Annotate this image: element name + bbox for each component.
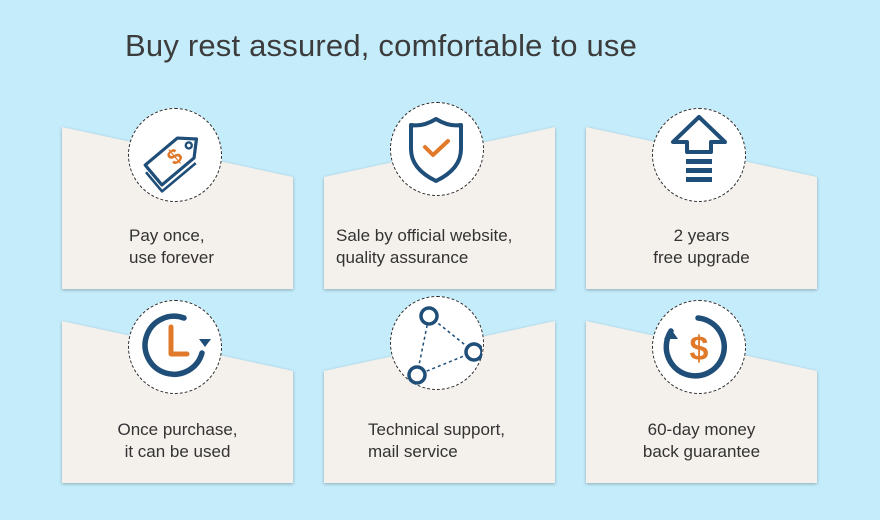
price-tag-dollar-icon: $ xyxy=(128,108,222,202)
feature-line-1: Pay once, xyxy=(129,226,205,245)
feature-card-once-purchase: Once purchase, it can be used xyxy=(62,321,293,483)
feature-text: 2 years free upgrade xyxy=(586,225,817,269)
feature-line-1: Once purchase, xyxy=(117,420,238,439)
card-background xyxy=(324,321,555,483)
feature-text: Once purchase, it can be used xyxy=(62,419,293,463)
feature-line-2: mail service xyxy=(368,442,458,461)
upgrade-arrow-icon xyxy=(652,108,746,202)
feature-line-2: use forever xyxy=(129,248,215,267)
feature-card-technical-support: Technical support, mail service xyxy=(324,321,555,483)
feature-line-2: back guarantee xyxy=(642,442,761,461)
feature-text: 60-day money back guarantee xyxy=(586,419,817,463)
card-background xyxy=(586,127,817,289)
feature-line-1: Sale by official website, xyxy=(336,226,513,245)
feature-text: Sale by official website, quality assura… xyxy=(336,225,512,269)
feature-text: Technical support, mail service xyxy=(368,419,505,463)
network-icon xyxy=(390,296,484,390)
feature-text: Pay once, use forever xyxy=(129,225,214,269)
feature-line-1: 2 years xyxy=(673,226,730,245)
shield-check-icon xyxy=(390,102,484,196)
svg-text:$: $ xyxy=(690,330,709,368)
feature-line-2: it can be used xyxy=(124,442,231,461)
money-back-icon: $ xyxy=(652,300,746,394)
card-background xyxy=(62,321,293,483)
feature-card-official-website: Sale by official website, quality assura… xyxy=(324,127,555,289)
feature-card-money-back: 60-day money back guarantee xyxy=(586,321,817,483)
feature-line-1: Technical support, xyxy=(368,420,506,439)
clock-icon xyxy=(128,300,222,394)
feature-line-2: free upgrade xyxy=(653,248,750,267)
page-title: Buy rest assured, comfortable to use xyxy=(125,28,638,63)
card-background xyxy=(586,321,817,483)
feature-line-2: quality assurance xyxy=(336,248,469,267)
feature-line-1: 60-day money xyxy=(647,420,756,439)
feature-card-free-upgrade: 2 years free upgrade xyxy=(586,127,817,289)
feature-card-pay-once: Pay once, use forever xyxy=(62,127,293,289)
card-background xyxy=(324,127,555,289)
card-background xyxy=(62,127,293,289)
